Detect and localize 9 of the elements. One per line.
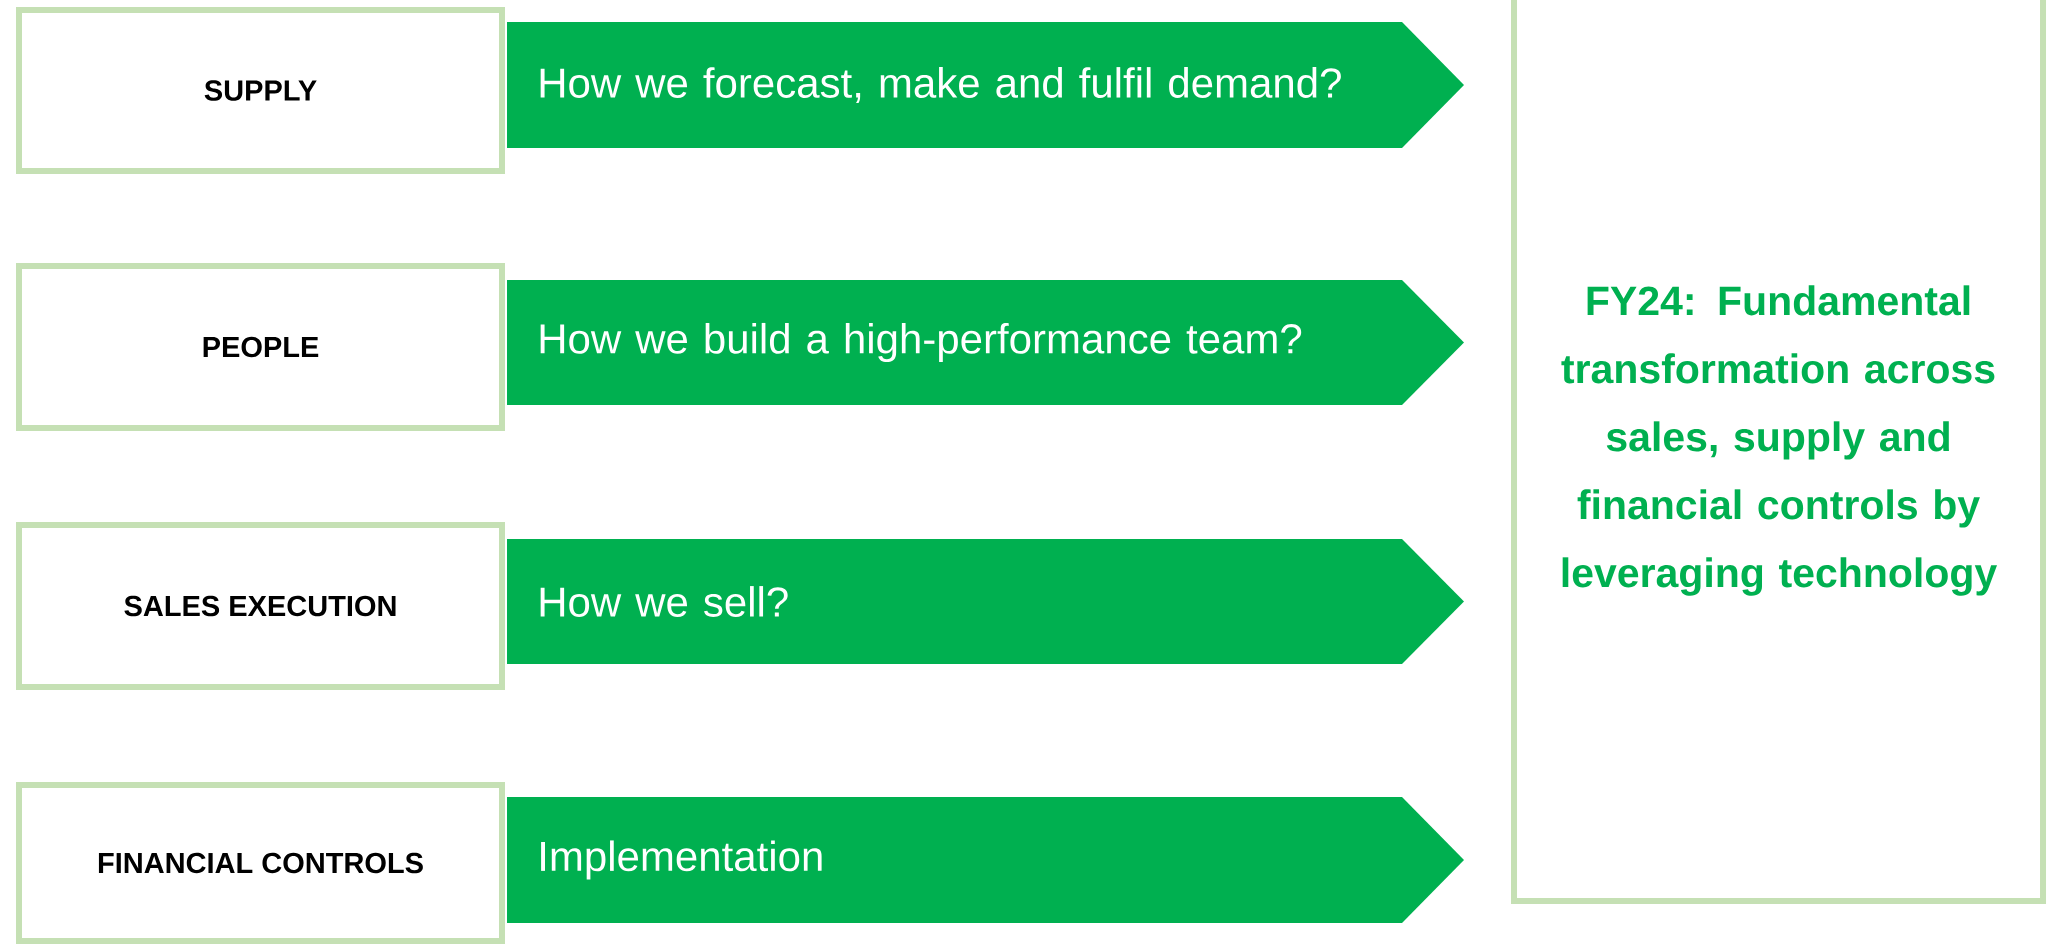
label-box: SALES EXECUTION [16,522,505,690]
chevron-band: How we forecast, make and fulfil demand? [507,22,1464,148]
label-box: FINANCIAL CONTROLS [16,782,505,944]
chevron-band: Implementation [507,797,1464,923]
chevron-band: How we build a high-performance team? [507,280,1464,405]
label-box: SUPPLY [16,7,505,174]
chevron-band: How we sell? [507,539,1464,664]
goal-box: FY24: Fundamental transformation across sales, supply and financial controls by leveraging technology [1511,0,2046,904]
label-box: PEOPLE [16,263,505,431]
